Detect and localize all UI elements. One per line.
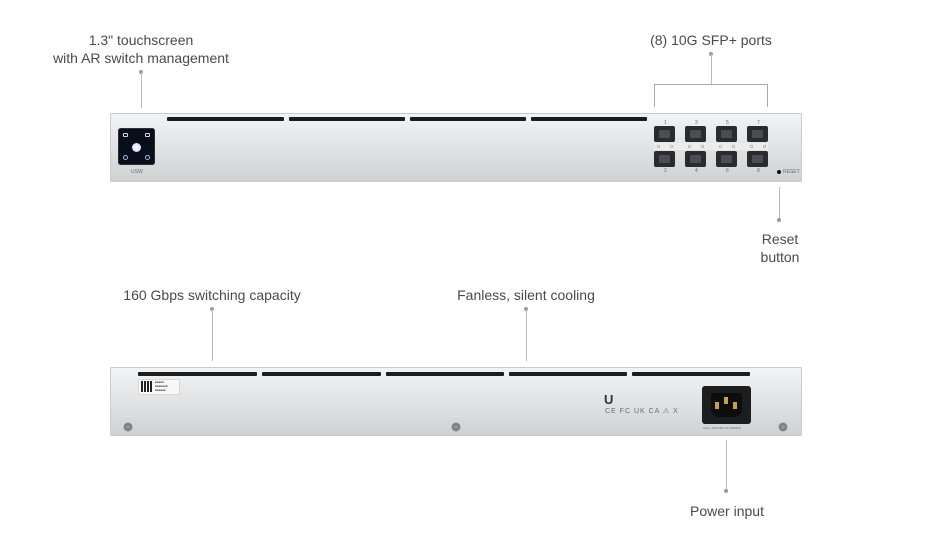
touchscreen-label-line1: 1.3" touchscreen xyxy=(88,32,194,48)
port-number: 7 xyxy=(757,120,760,126)
reset-label: Reset button xyxy=(748,230,812,266)
vent xyxy=(410,117,526,121)
screw-icon xyxy=(124,423,132,431)
vent xyxy=(167,117,284,121)
vent xyxy=(138,372,257,376)
sfp-port-2[interactable] xyxy=(654,151,675,167)
port-led xyxy=(719,145,722,148)
touchscreen-display[interactable] xyxy=(118,128,155,165)
sticker-line: ■■■■■■ xyxy=(155,388,166,392)
power-leader xyxy=(726,440,727,490)
status-glow-icon xyxy=(132,143,141,152)
model-label: USW xyxy=(131,169,143,175)
sfp-port-7[interactable] xyxy=(747,126,768,142)
port-led xyxy=(670,145,673,148)
sfp-port-3[interactable] xyxy=(685,126,706,142)
reset-leader xyxy=(779,187,780,219)
port-led xyxy=(750,145,753,148)
power-input-label: Power input xyxy=(690,503,764,519)
power-pin xyxy=(715,402,719,409)
vent xyxy=(632,372,750,376)
signal-icon xyxy=(145,133,150,137)
port-number: 8 xyxy=(757,168,760,174)
qr-code-icon xyxy=(141,381,152,392)
touchscreen-label: 1.3" touchscreen with AR switch manageme… xyxy=(48,31,234,67)
port-number: 3 xyxy=(695,120,698,126)
switching-capacity-label: 160 Gbps switching capacity xyxy=(123,287,301,303)
network-icon xyxy=(123,133,128,137)
power-pin xyxy=(724,397,728,404)
ubiquiti-logo-icon: U xyxy=(604,392,614,407)
port-led xyxy=(732,145,735,148)
sfp-port-6[interactable] xyxy=(716,151,737,167)
sfp-port-4[interactable] xyxy=(685,151,706,167)
certification-marks: CE FC UK CA ⚠ X xyxy=(605,408,679,415)
port-number: 4 xyxy=(695,168,698,174)
settings-icon xyxy=(145,155,150,160)
port-led xyxy=(763,145,766,148)
sfp-ports-label: (8) 10G SFP+ ports xyxy=(650,32,772,48)
led-strip xyxy=(654,143,768,150)
sfp-bracket xyxy=(654,84,768,107)
power-leader-dot xyxy=(724,489,728,493)
port-led xyxy=(657,145,660,148)
port-led xyxy=(701,145,704,148)
sfp-port-8[interactable] xyxy=(747,151,768,167)
reset-button[interactable] xyxy=(777,170,781,174)
switching-leader xyxy=(212,309,213,361)
power-pin xyxy=(733,402,737,409)
vent xyxy=(289,117,405,121)
sfp-leader xyxy=(711,54,712,84)
port-number: 2 xyxy=(664,168,667,174)
serial-sticker: ■■■■■ ■■■■■■■ ■■■■■■ xyxy=(138,379,180,395)
reset-text: RESET xyxy=(783,169,800,175)
cooling-leader xyxy=(526,309,527,361)
screw-icon xyxy=(779,423,787,431)
touchscreen-leader xyxy=(141,72,142,108)
reset-label-line1: Reset xyxy=(761,231,799,247)
sticker-line: ■■■■■■■ xyxy=(155,384,168,388)
port-led xyxy=(688,145,691,148)
touchscreen-label-line2: with AR switch management xyxy=(53,50,229,66)
sfp-port-1[interactable] xyxy=(654,126,675,142)
port-number: 1 xyxy=(664,120,667,126)
cooling-label: Fanless, silent cooling xyxy=(457,287,595,303)
power-input-socket[interactable] xyxy=(702,386,751,424)
vent xyxy=(262,372,381,376)
vent xyxy=(386,372,504,376)
power-caption: Input: 100-240V AC 50/60Hz xyxy=(703,426,742,430)
iec-c14-inlet xyxy=(711,393,742,417)
reset-leader-dot xyxy=(777,218,781,222)
power-icon xyxy=(123,155,128,160)
reset-label-line2: button xyxy=(760,249,800,265)
sfp-port-5[interactable] xyxy=(716,126,737,142)
sticker-line: ■■■■■ xyxy=(155,380,165,384)
vent xyxy=(509,372,627,376)
screw-icon xyxy=(452,423,460,431)
port-number: 5 xyxy=(726,120,729,126)
vent xyxy=(531,117,647,121)
port-number: 6 xyxy=(726,168,729,174)
